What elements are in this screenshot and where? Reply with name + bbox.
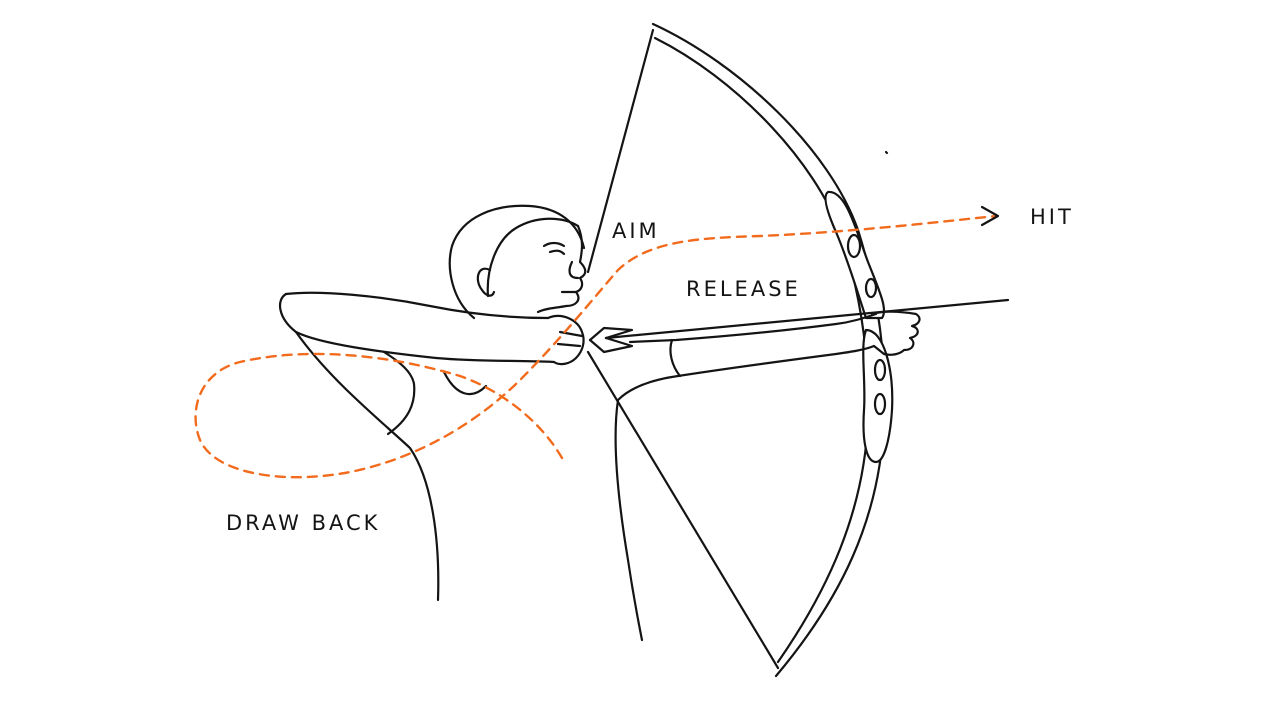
bow-arm-bottom xyxy=(616,344,876,402)
bow-string-upper xyxy=(586,28,655,274)
archer-chest xyxy=(442,370,488,396)
hit-arrowhead xyxy=(980,205,1000,227)
archer-hairline xyxy=(486,217,580,298)
label-hit: HIT xyxy=(1030,205,1074,229)
bow-arm-sleeve xyxy=(669,338,682,378)
arrow-fletching-top xyxy=(588,326,634,342)
stabilizer-dot xyxy=(884,150,889,155)
arrow-fletching-bottom xyxy=(588,336,634,354)
archer-back xyxy=(294,330,440,602)
riser-window-4 xyxy=(873,392,887,416)
drawing-arm-upper xyxy=(284,291,550,320)
drawing-fingers xyxy=(556,330,584,348)
archer-face xyxy=(536,224,587,314)
bow-string-lower xyxy=(586,350,780,670)
archer-front-body xyxy=(614,398,644,642)
bow-limb-inner xyxy=(653,36,870,664)
bow-limb-outer xyxy=(651,22,886,678)
archer-eye xyxy=(548,249,566,256)
bow-hand xyxy=(870,310,921,356)
archer-eyebrow xyxy=(542,241,566,248)
arrow-shaft xyxy=(604,298,1010,340)
riser-window-2 xyxy=(864,277,878,299)
archer-nose xyxy=(568,260,580,280)
archer-head-back xyxy=(448,204,586,320)
label-draw-back: DRAW BACK xyxy=(226,511,380,535)
bow-arm-top xyxy=(628,312,878,344)
label-aim: AIM xyxy=(612,219,660,243)
label-release: RELEASE xyxy=(686,277,801,301)
archer-ear xyxy=(476,267,496,297)
motion-path-flight xyxy=(194,214,998,479)
drawing-arm-lower xyxy=(278,292,556,364)
drawing-hand xyxy=(546,314,585,366)
bow-riser-upper xyxy=(824,190,886,320)
riser-window-1 xyxy=(846,233,862,259)
riser-window-3 xyxy=(873,358,887,382)
